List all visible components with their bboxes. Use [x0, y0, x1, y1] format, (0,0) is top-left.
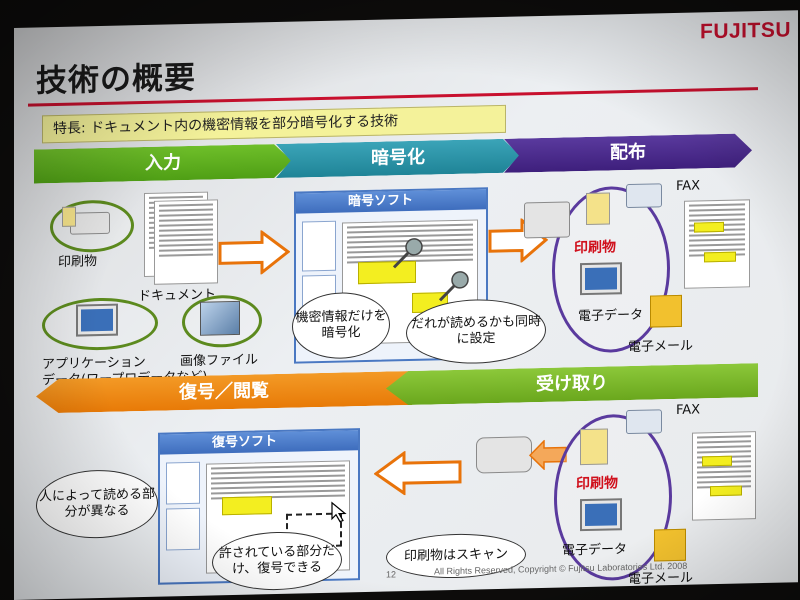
speech-bubble: 人によって読める部分が異なる — [36, 468, 158, 540]
copier-icon — [70, 211, 110, 235]
encrypted-region — [702, 455, 732, 467]
key-icon — [438, 271, 469, 302]
sidebar-panel — [302, 220, 336, 272]
band-distribute: 配布 — [504, 133, 752, 173]
label-printed: 印刷物 — [576, 475, 618, 493]
fujitsu-logo: FUJITSU — [700, 18, 792, 44]
computer-icon — [580, 262, 622, 296]
printer-icon — [524, 201, 570, 239]
band-input: 入力 — [34, 144, 292, 184]
label-image-file: 画像ファイル — [180, 352, 259, 370]
fax-icon — [626, 409, 662, 435]
label-fax: FAX — [676, 178, 701, 194]
arrow-right-icon — [218, 229, 290, 276]
document-page-icon — [154, 199, 218, 285]
encrypted-region — [694, 221, 724, 233]
computer-icon — [580, 498, 622, 532]
label-e-mail: 電子メール — [628, 338, 694, 356]
label-e-data: 電子データ — [578, 307, 644, 325]
scanner-icon — [476, 436, 532, 474]
key-icon — [392, 238, 423, 269]
decryption-software-window: 復号ソフト — [158, 428, 360, 585]
fax-icon — [626, 183, 662, 209]
yellow-doc-icon — [62, 206, 76, 227]
arrow-left-icon — [374, 450, 462, 496]
window-title: 復号ソフト — [160, 430, 358, 455]
page-number: 12 — [386, 569, 397, 580]
label-fax: FAX — [676, 402, 701, 418]
presentation-slide: FUJITSU 技術の概要 特長: ドキュメント内の機密情報を部分暗号化する技術… — [14, 10, 798, 600]
computer-icon — [76, 303, 118, 337]
sidebar-panel — [166, 461, 200, 505]
decrypted-region — [222, 496, 272, 516]
feature-banner: 特長: ドキュメント内の機密情報を部分暗号化する技術 — [42, 104, 506, 144]
encrypted-region — [710, 485, 742, 497]
yellow-doc-icon — [586, 192, 610, 226]
arrow-left-icon — [528, 439, 567, 471]
window-title: 暗号ソフト — [296, 189, 486, 214]
envelope-icon — [654, 528, 686, 562]
cursor-icon — [331, 501, 347, 523]
encrypted-region — [704, 251, 736, 263]
slide-title: 技術の概要 — [36, 59, 196, 100]
band-receive: 受け取り — [386, 363, 758, 405]
encryption-software-window: 暗号ソフト — [294, 187, 488, 364]
yellow-doc-icon — [580, 428, 608, 466]
band-encrypt: 暗号化 — [276, 139, 520, 179]
label-printed: 印刷物 — [58, 254, 98, 271]
photo-thumbnail-icon — [200, 300, 240, 336]
sidebar-panel — [166, 507, 200, 551]
envelope-icon — [650, 294, 682, 328]
label-e-data: 電子データ — [562, 542, 628, 559]
encrypted-document — [684, 199, 750, 289]
encrypted-document — [692, 431, 756, 521]
label-printed: 印刷物 — [574, 239, 616, 257]
